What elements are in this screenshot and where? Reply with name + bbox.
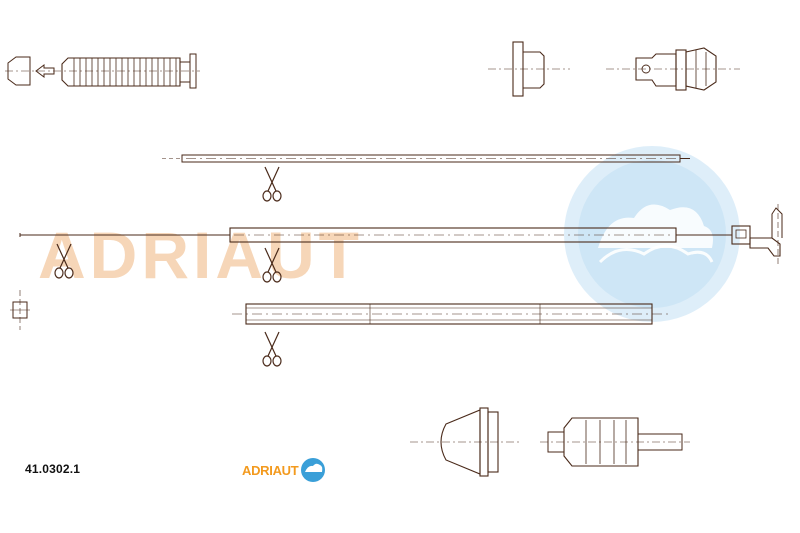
scissors-icon	[262, 247, 282, 283]
watermark-text: ADRIAUT	[38, 218, 363, 292]
watermark: ADRIAUT	[38, 146, 740, 322]
top-bushing	[488, 41, 570, 97]
inner-wire	[19, 227, 732, 243]
scissors-icon	[262, 166, 282, 202]
scissors-icon	[262, 331, 282, 367]
conical-boot	[410, 407, 520, 477]
watermark-badge	[564, 146, 740, 322]
top-left-boot-assembly	[5, 53, 200, 89]
brand-badge-icon	[301, 458, 326, 482]
part-number: 41.0302.1	[25, 462, 81, 476]
scissors-icon	[54, 243, 74, 279]
arrow-icon	[35, 64, 55, 78]
brand-logo: ADRIAUT	[242, 457, 326, 483]
top-right-end-fitting	[606, 47, 740, 91]
outer-sheath	[232, 303, 668, 325]
brand-name: ADRIAUT	[242, 462, 299, 478]
left-small-connector	[10, 290, 30, 330]
slotted-bushing	[540, 417, 690, 467]
wire-end-terminal	[731, 204, 783, 264]
upper-cable	[162, 154, 690, 163]
